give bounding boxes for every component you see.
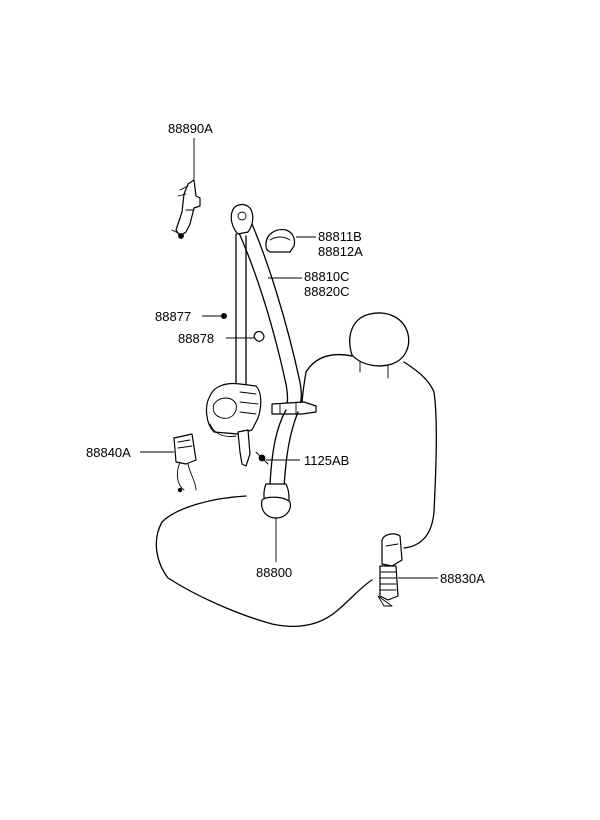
label-88812A: 88812A xyxy=(318,244,363,259)
label-88800: 88800 xyxy=(256,565,292,580)
inner-buckle-88840A xyxy=(173,433,197,493)
lower-belt-anchor-88800 xyxy=(261,409,299,519)
seat-outline xyxy=(155,312,437,627)
upper-anchor-bracket-88890A xyxy=(171,179,201,239)
label-88890A: 88890A xyxy=(168,121,213,136)
label-88811B: 88811B xyxy=(318,229,362,244)
cover-cap-88811B xyxy=(265,229,296,253)
leader-lines xyxy=(140,138,438,579)
label-88878: 88878 xyxy=(178,331,214,346)
label-88830A: 88830A xyxy=(440,571,485,586)
retractor-assembly xyxy=(205,203,317,467)
outer-buckle-88830A xyxy=(377,533,403,607)
label-88820C: 88820C xyxy=(304,284,350,299)
label-88810C: 88810C xyxy=(304,269,350,284)
label-88840A: 88840A xyxy=(86,445,131,460)
bolt-1125AB xyxy=(255,451,269,465)
label-88877: 88877 xyxy=(155,309,191,324)
screw-88877 xyxy=(220,312,227,319)
label-1125AB: 1125AB xyxy=(304,453,349,468)
grommet-88878 xyxy=(253,330,265,342)
part-labels: 88890A 88811B 88812A 88810C 88820C 88877… xyxy=(86,121,485,586)
